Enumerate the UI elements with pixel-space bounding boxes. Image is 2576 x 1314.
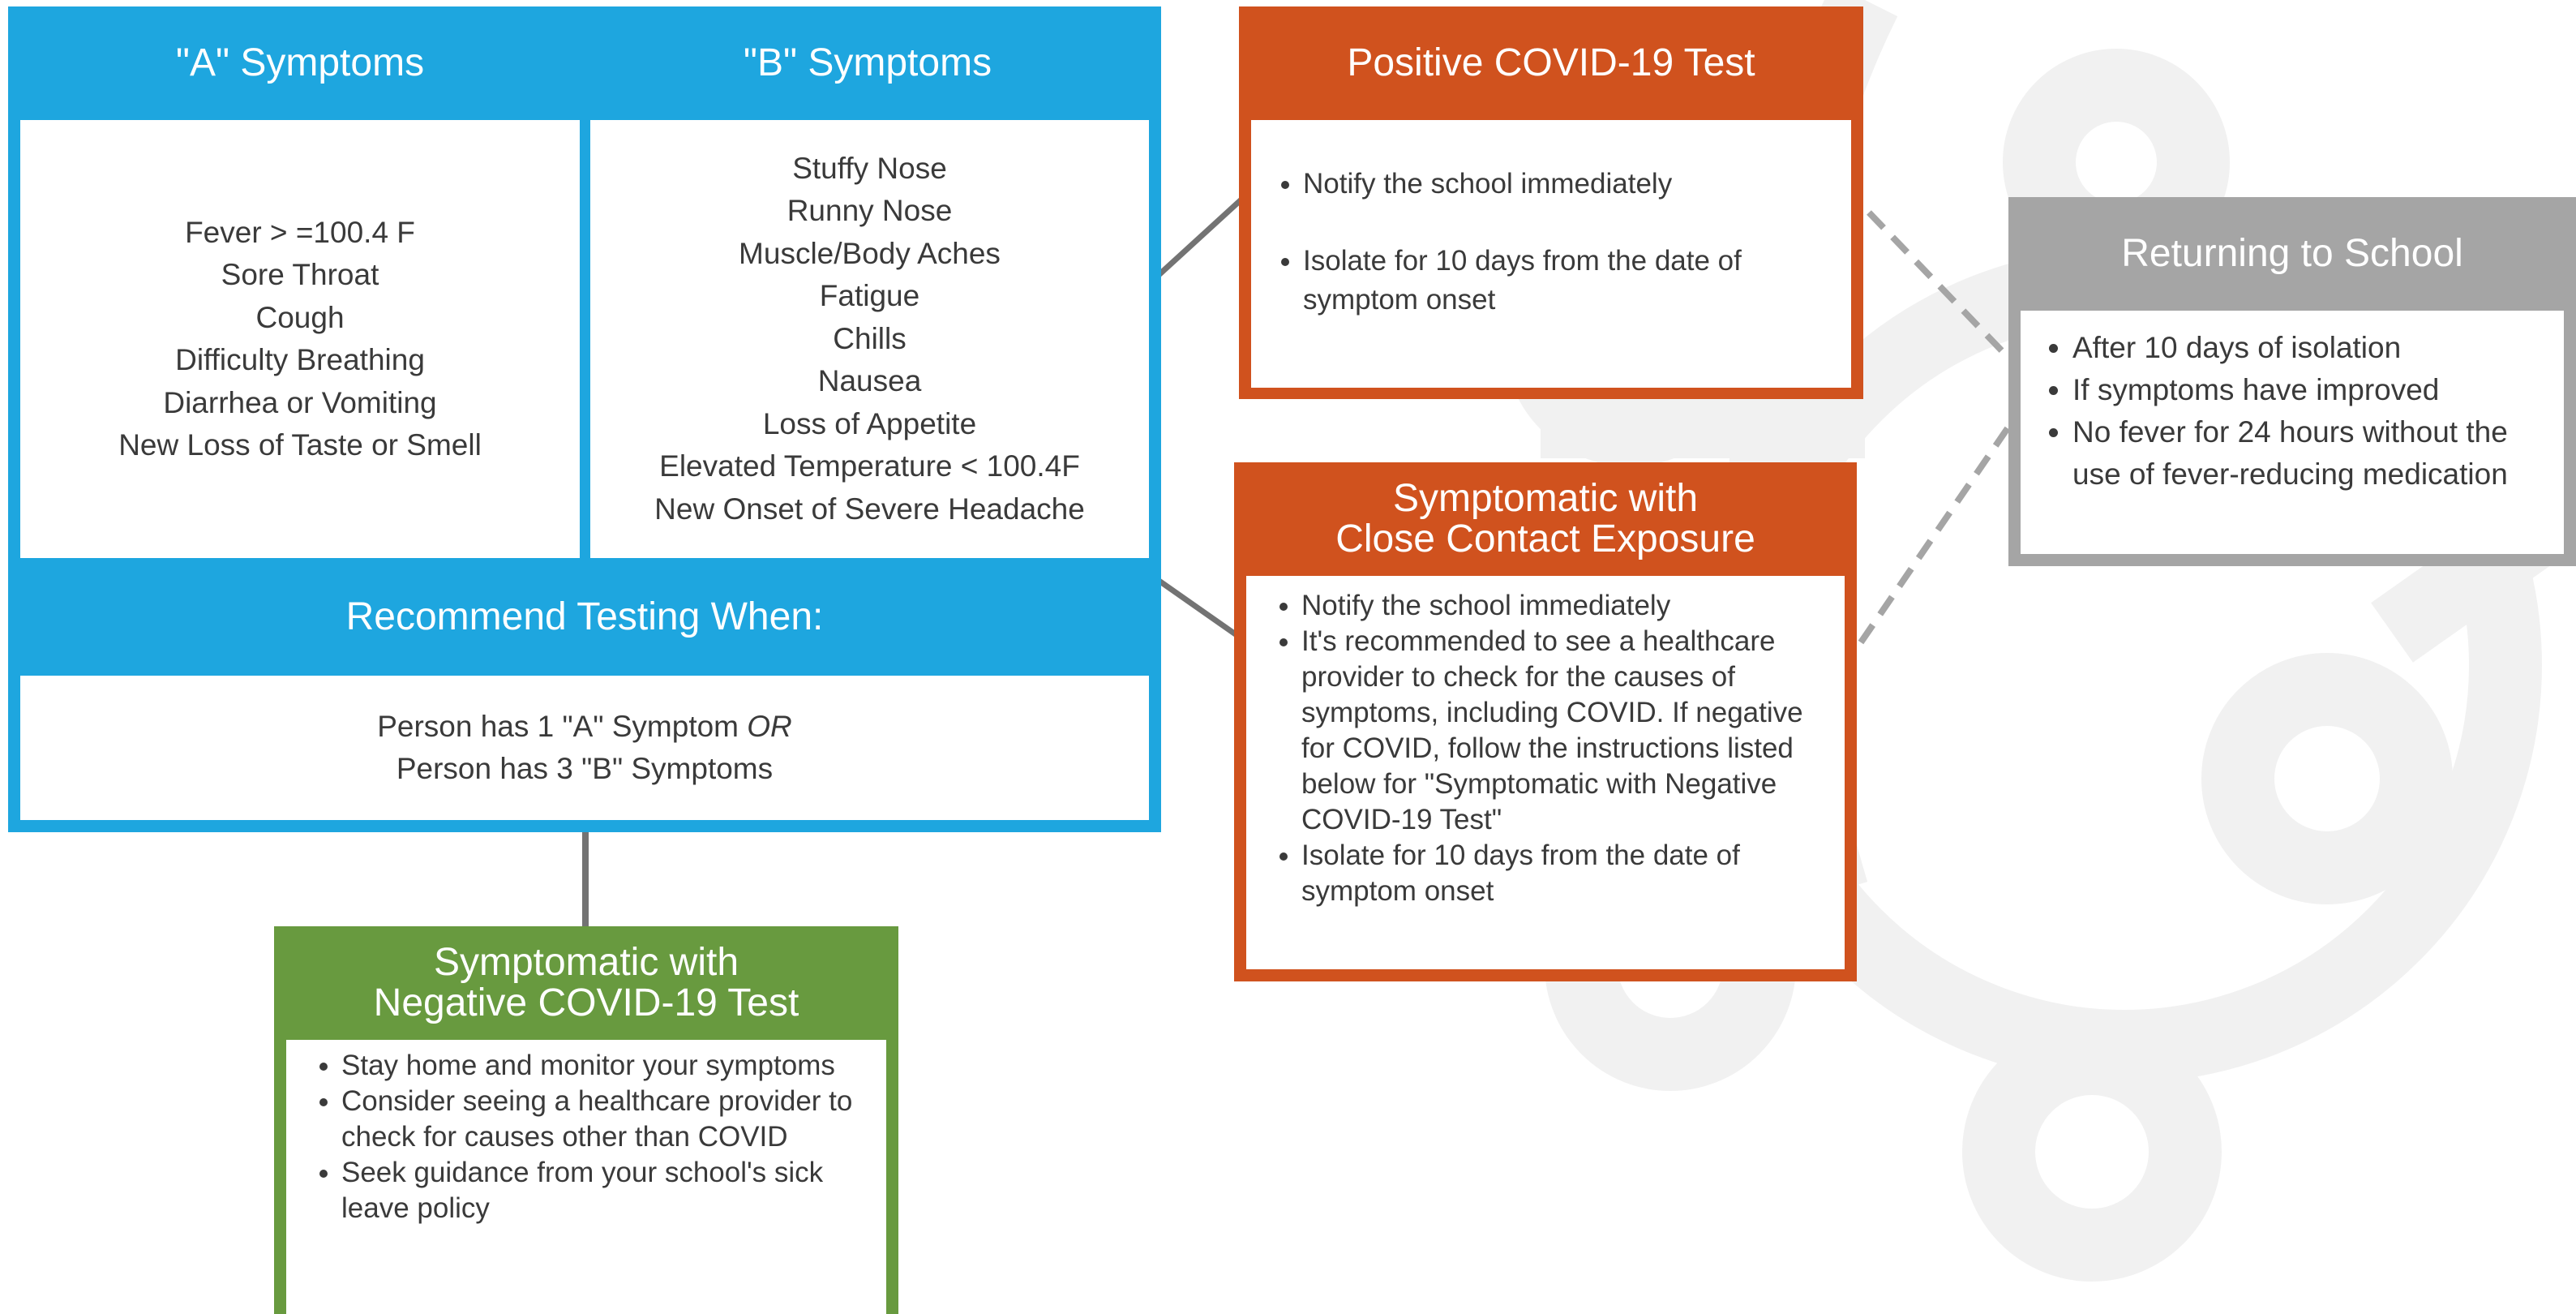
positive-test-item: Isolate for 10 days from the date of sym… — [1303, 242, 1835, 320]
a-symptom-item: Sore Throat — [221, 258, 379, 291]
b-symptom-item: Stuffy Nose — [792, 151, 947, 185]
close-contact-item: It's recommended to see a healthcare pro… — [1301, 624, 1828, 838]
close-contact-card: Symptomatic with Close Contact Exposure … — [1234, 462, 1857, 981]
b-symptoms-list: Stuffy Nose Runny Nose Muscle/Body Aches… — [590, 120, 1149, 558]
returning-to-school-body: After 10 days of isolation If symptoms h… — [2021, 311, 2564, 554]
b-symptom-item: Runny Nose — [787, 194, 953, 228]
returning-item: No fever for 24 hours without the use of… — [2072, 411, 2556, 496]
b-symptom-item: Chills — [833, 321, 907, 355]
connector-to-close-contact — [1155, 578, 1241, 639]
close-contact-title: Symptomatic with Close Contact Exposure — [1335, 477, 1755, 560]
recommend-condition-b: Person has 3 "B" Symptoms — [396, 752, 774, 785]
a-symptom-item: New Loss of Taste or Smell — [118, 428, 482, 462]
positive-test-title: Positive COVID-19 Test — [1347, 41, 1755, 84]
recommend-testing-title: Recommend Testing When: — [345, 595, 824, 638]
returning-item: If symptoms have improved — [2072, 369, 2556, 411]
a-symptoms-list: Fever > =100.4 F Sore Throat Cough Diffi… — [20, 120, 580, 558]
recommend-or-emphasis: OR — [747, 709, 792, 743]
negative-test-item: Consider seeing a healthcare provider to… — [341, 1084, 872, 1155]
b-symptoms-title: "B" Symptoms — [743, 41, 992, 84]
close-contact-item: Notify the school immediately — [1301, 588, 1828, 624]
recommend-condition-a-text: Person has 1 "A" Symptom — [377, 709, 748, 743]
dashed-connector-close-contact-to-returning — [1858, 423, 2012, 645]
b-symptom-item: Loss of Appetite — [762, 406, 977, 440]
positive-test-body: Notify the school immediately Isolate fo… — [1251, 120, 1851, 388]
negative-test-title: Symptomatic with Negative COVID-19 Test — [373, 941, 799, 1024]
recommend-condition-a: Person has 1 "A" Symptom OR — [20, 706, 1149, 749]
negative-test-item: Stay home and monitor your symptoms — [341, 1048, 872, 1084]
b-symptom-item: Nausea — [817, 364, 922, 398]
negative-test-body: Stay home and monitor your symptoms Cons… — [286, 1040, 886, 1314]
dashed-connector-positive-to-returning — [1867, 210, 2012, 361]
negative-test-item: Seek guidance from your school's sick le… — [341, 1155, 872, 1226]
returning-to-school-title: Returning to School — [2121, 232, 2463, 275]
returning-item: After 10 days of isolation — [2072, 327, 2556, 369]
b-symptom-item: Elevated Temperature < 100.4F — [659, 449, 1080, 483]
close-contact-item: Isolate for 10 days from the date of sym… — [1301, 838, 1828, 909]
close-contact-body: Notify the school immediately It's recom… — [1246, 576, 1845, 969]
a-symptom-item: Difficulty Breathing — [175, 343, 425, 376]
recommend-testing-conditions: Person has 1 "A" Symptom OR Person has 3… — [20, 676, 1149, 820]
a-symptom-item: Diarrhea or Vomiting — [163, 385, 437, 419]
positive-test-card: Positive COVID-19 Test Notify the school… — [1239, 6, 1863, 399]
returning-to-school-card: Returning to School After 10 days of iso… — [2008, 197, 2576, 566]
b-symptom-item: Muscle/Body Aches — [739, 236, 1001, 270]
connector-to-positive — [1155, 196, 1245, 278]
positive-test-item: Notify the school immediately — [1303, 165, 1835, 204]
a-symptoms-title: "A" Symptoms — [175, 41, 425, 84]
symptoms-block: "A" Symptoms "B" Symptoms Fever > =100.4… — [8, 6, 1161, 832]
b-symptom-item: New Onset of Severe Headache — [654, 492, 1085, 526]
negative-test-card: Symptomatic with Negative COVID-19 Test … — [274, 926, 898, 1314]
b-symptom-item: Fatigue — [819, 279, 920, 313]
a-symptom-item: Cough — [255, 300, 345, 334]
a-symptom-item: Fever > =100.4 F — [185, 215, 415, 249]
